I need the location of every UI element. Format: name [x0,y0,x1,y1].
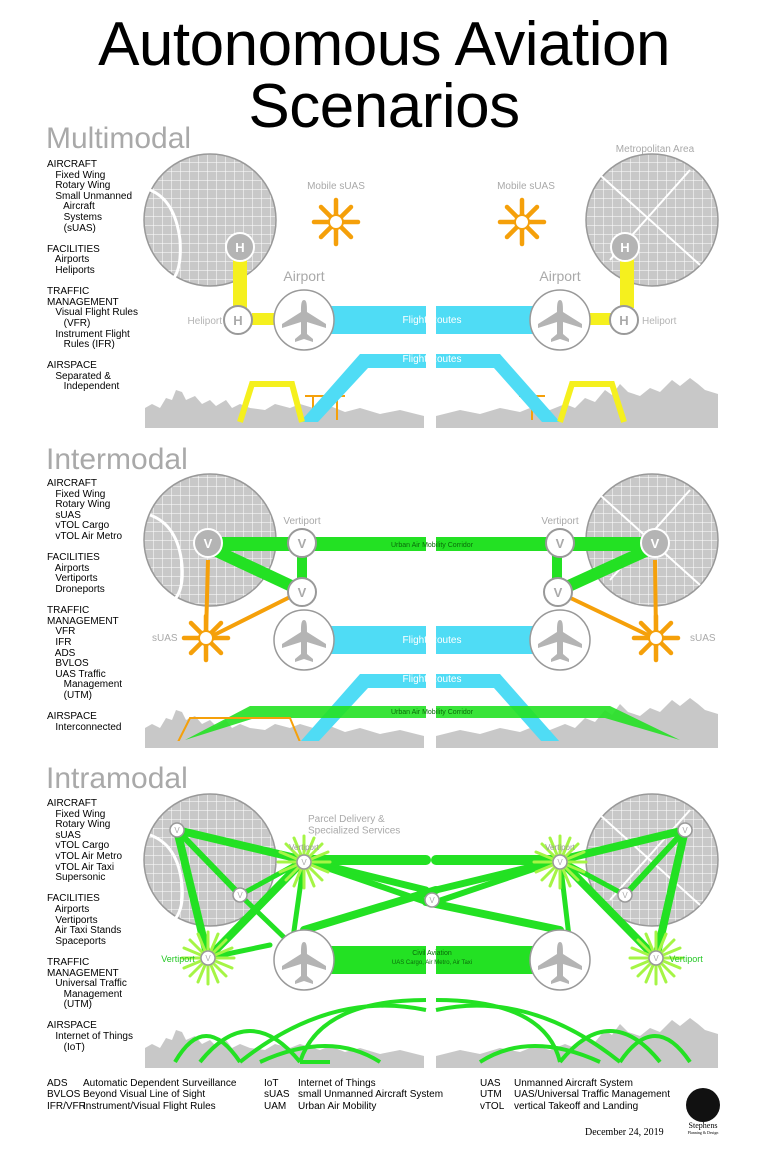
svg-text:V: V [554,585,563,600]
airport-right-label: Airport [539,268,580,284]
stephens-logo: Stephens Planning & Design [682,1088,724,1142]
metro-map-right [585,153,719,287]
svg-text:V: V [237,891,243,900]
suas-droneport-icon [184,616,678,660]
heliport-icon: H H H H [223,232,640,335]
glossary-abbreviations-2: IoT sUAS UAM [264,1078,290,1112]
mobile-suas-icon [314,200,544,244]
section-heading-multimodal: Multimodal [46,122,192,155]
flight-routes-upper-label: Flight Routes [403,315,462,326]
flight-routes-lower-label: Flight Routes [403,354,462,365]
heliport-left-label: Heliport [188,316,223,327]
vertiport-left-label-3: Vertiport [161,954,195,964]
civil-aviation-sub-label: UAS Cargo, Air Metro, Air Taxi [392,960,472,966]
logo-subtitle: Planning & Design [687,1130,719,1135]
svg-text:H: H [620,240,629,255]
section-heading-intramodal: Intramodal [46,762,188,795]
vertiport-top-right-label: Vertiport [545,843,576,852]
skyline-3 [145,1018,718,1068]
vertiport-right-label-3: Vertiport [669,954,703,964]
civil-aviation-band [330,946,426,974]
page-title: Autonomous Aviation Scenarios [98,10,670,141]
suas-left-label: sUAS [152,633,178,644]
section-heading-intermodal: Intermodal [46,443,188,476]
multimodal-diagram: Metropolitan Area H H H H Heliport Helip… [143,144,719,428]
svg-text:V: V [301,858,307,867]
svg-text:V: V [298,536,307,551]
intermodal-sidebar-text: AIRCRAFT Fixed Wing Rotary Wing sUAS vTO… [47,478,123,733]
mobile-suas-right-label: Mobile sUAS [497,181,555,192]
logo-name: Stephens [688,1121,718,1130]
glossary-definitions-1: Automatic Dependent Surveillance Beyond … [83,1078,237,1112]
glossary-definitions-2: Internet of Things small Unmanned Aircra… [298,1078,444,1112]
svg-text:V: V [682,826,688,835]
vertiport-icon: V V V V V V [193,528,670,607]
skyline-2 [145,698,718,748]
intermodal-diagram: Urban Air Mobility Corridor sUAS sUAS V … [143,473,719,748]
svg-text:V: V [653,954,659,963]
svg-text:H: H [233,313,242,328]
vertiport-top-left-label: Vertiport [289,843,320,852]
civil-aviation-label: Civil Aviation [412,950,452,957]
flight-route-band-lower [300,354,426,422]
glossary-abbreviations-1: ADS BVLOS IFR/VFR [47,1078,86,1112]
vertiport-left-label: Vertiport [283,516,320,527]
svg-text:V: V [204,536,213,551]
uam-corridor-lower-label: Urban Air Mobility Corridor [391,709,474,716]
airport-icon [273,289,591,351]
vertiport-right-label: Vertiport [541,516,578,527]
svg-text:V: V [205,954,211,963]
flight-routes-lower-label-2: Flight Routes [403,674,462,685]
metro-map-left [143,153,277,287]
metro-area-label: Metropolitan Area [616,144,695,155]
svg-text:V: V [429,896,435,905]
parcel-delivery-label: Parcel Delivery &Specialized Services [308,814,400,837]
glossary-abbreviations-3: UAS UTM vTOL [480,1078,505,1112]
intramodal-sidebar-text: AIRCRAFT Fixed Wing Rotary Wing sUAS vTO… [47,798,133,1053]
uam-corridor-band [222,537,426,551]
multimodal-sidebar-text: AIRCRAFT Fixed Wing Rotary Wing Small Un… [47,159,138,393]
flight-routes-upper-label-2: Flight Routes [403,635,462,646]
suas-right-label: sUAS [690,633,716,644]
svg-text:V: V [557,858,563,867]
svg-text:V: V [622,891,628,900]
svg-text:H: H [619,313,628,328]
svg-text:V: V [174,826,180,835]
svg-text:V: V [651,536,660,551]
footer-date: December 24, 2019 [585,1127,664,1138]
logo-disc-icon [686,1088,720,1122]
flight-route-band-upper [330,306,426,334]
skyline [145,378,718,428]
svg-text:V: V [298,585,307,600]
airport-left-label: Airport [283,268,324,284]
heliport-right-label: Heliport [642,316,677,327]
glossary-definitions-3: Unmanned Aircraft System UAS/Universal T… [514,1078,670,1112]
svg-text:V: V [556,536,565,551]
svg-text:H: H [235,240,244,255]
intramodal-diagram: Civil Aviation UAS Cargo, Air Metro, Air… [143,793,719,1068]
mobile-suas-left-label: Mobile sUAS [307,181,365,192]
uam-corridor-label: Urban Air Mobility Corridor [391,542,474,549]
